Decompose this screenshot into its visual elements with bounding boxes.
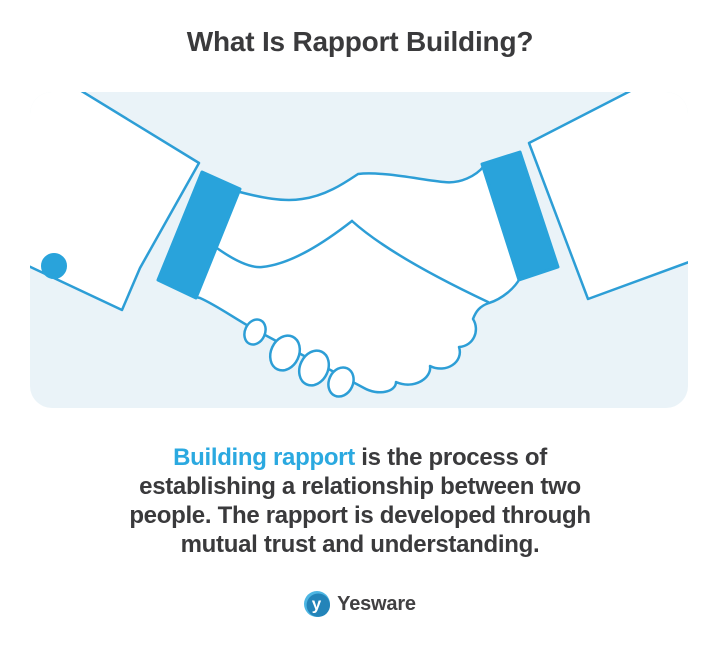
thumb-line: [212, 219, 354, 269]
svg-text:y: y: [312, 595, 322, 614]
finger-shape: [297, 349, 331, 387]
left-sleeve-shape: [30, 92, 201, 312]
clasped-hands-shape: [194, 164, 522, 394]
definition-line-1: Building rapport is the process of: [0, 443, 720, 472]
button-dot: [41, 253, 67, 279]
definition-line-2: establishing a relationship between two: [139, 473, 581, 500]
yesware-logo-icon: y: [304, 591, 331, 617]
finger-shape: [243, 318, 267, 346]
brand-footer: y Yesware: [0, 591, 720, 617]
definition-line-4: mutual trust and understanding.: [180, 531, 540, 558]
handshake-illustration: [30, 92, 688, 398]
finger-shape: [268, 334, 302, 372]
definition-line-3: people. The rapport is developed through: [129, 502, 591, 529]
right-sleeve-shape: [527, 92, 688, 301]
handshake-illustration-panel: [30, 92, 688, 408]
grip-line: [350, 219, 490, 304]
right-cuff-shape: [480, 150, 560, 282]
page-title: What Is Rapport Building?: [186, 26, 534, 57]
finger-shape: [327, 366, 355, 398]
definition-line-1-rest: is the process of: [354, 444, 547, 471]
yesware-logo-text: Yesware: [337, 592, 416, 615]
definition-text: Building rapport is the process of estab…: [0, 443, 720, 559]
highlight-building-rapport: Building rapport: [173, 444, 355, 471]
left-cuff-shape: [156, 170, 242, 300]
